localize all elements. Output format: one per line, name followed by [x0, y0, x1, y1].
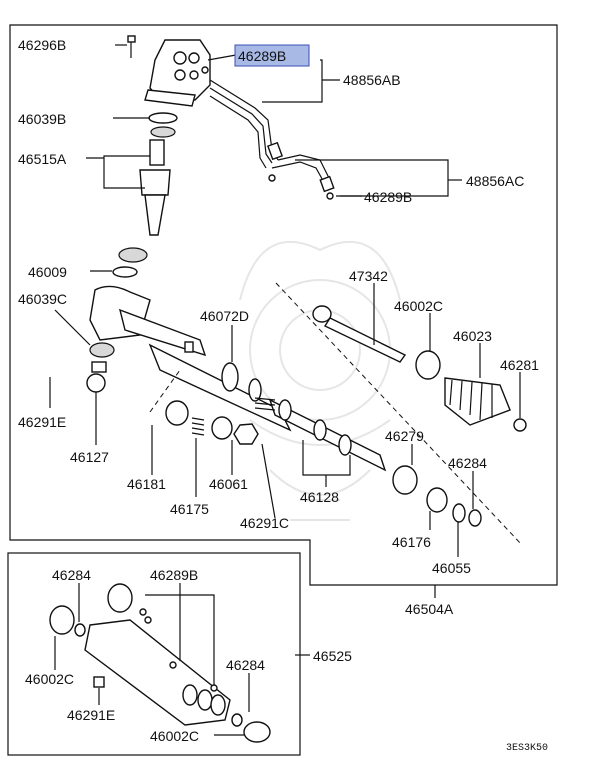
seal-46039C [89, 342, 115, 358]
rack-housing-46504A [89, 285, 387, 472]
inset-clamp-left [49, 605, 86, 637]
label-46296B[interactable]: 46296B [18, 37, 66, 53]
spring-piston [254, 397, 276, 411]
bushing-46127 [86, 373, 106, 393]
bolt-46296B [127, 35, 136, 58]
label-46515A[interactable]: 46515A [18, 151, 67, 167]
assembly-dash-line [275, 282, 523, 546]
inset-frame [7, 552, 301, 756]
label-46525[interactable]: 46525 [313, 648, 352, 664]
highlight-box[interactable] [234, 44, 310, 67]
inset-clamp-right [231, 713, 271, 743]
label-46055[interactable]: 46055 [432, 560, 471, 576]
label-46284-inset-1[interactable]: 46284 [52, 567, 91, 583]
label-46181[interactable]: 46181 [127, 476, 166, 492]
label-46061[interactable]: 46061 [209, 476, 248, 492]
callout-labels: 46296B 46289B 48856AB 46039B 46515A 4885… [18, 37, 548, 754]
inset-nut [93, 676, 105, 688]
image-code: 3ES3K50 [506, 743, 548, 754]
locknut-46291C [233, 423, 259, 445]
main-assembly-frame [9, 24, 558, 586]
label-46291E[interactable]: 46291E [18, 414, 66, 430]
bushing-46279 [392, 465, 418, 495]
label-46504A[interactable]: 46504A [405, 601, 454, 617]
seal-46039B [148, 112, 178, 138]
label-46289B-highlighted[interactable]: 46289B [238, 48, 286, 64]
label-46002C-inset-2[interactable]: 46002C [150, 728, 199, 744]
label-46072D[interactable]: 46072D [200, 308, 249, 324]
spring-46175 [191, 417, 205, 436]
pinion-46515A [139, 139, 171, 236]
valve-housing [144, 39, 211, 107]
tie-rod-47342 [312, 305, 407, 363]
clamp-46002C [415, 350, 441, 380]
label-46291C[interactable]: 46291C [240, 515, 289, 531]
label-46002C-inset-1[interactable]: 46002C [25, 671, 74, 687]
label-46289B-inset[interactable]: 46289B [150, 567, 198, 583]
yoke-46181 [165, 400, 189, 426]
label-46009[interactable]: 46009 [28, 264, 67, 280]
label-46002C[interactable]: 46002C [394, 298, 443, 314]
label-46289B-mid[interactable]: 46289B [364, 189, 412, 205]
leader-lines [49, 44, 521, 736]
washer-46284 [468, 509, 482, 527]
pressure-lines [201, 66, 335, 200]
ring-46055 [452, 503, 466, 523]
clip-46281 [513, 418, 527, 432]
bushing-46176 [426, 487, 448, 513]
inset-valve-body-46525 [84, 583, 231, 726]
label-46128[interactable]: 46128 [300, 489, 339, 505]
label-46039C[interactable]: 46039C [18, 291, 67, 307]
nut-46291E [91, 361, 107, 373]
plug-46061 [211, 416, 233, 440]
label-46291E-inset[interactable]: 46291E [67, 707, 115, 723]
label-46284[interactable]: 46284 [448, 455, 487, 471]
bearing-46009 [112, 247, 148, 278]
boot-46023 [444, 377, 511, 426]
label-46023[interactable]: 46023 [453, 328, 492, 344]
label-46279[interactable]: 46279 [385, 428, 424, 444]
label-46284-inset-2[interactable]: 46284 [226, 657, 265, 673]
label-48856AC[interactable]: 48856AC [466, 173, 524, 189]
label-48856AB[interactable]: 48856AB [343, 72, 401, 88]
label-46127[interactable]: 46127 [70, 449, 109, 465]
label-46176[interactable]: 46176 [392, 534, 431, 550]
label-46039B[interactable]: 46039B [18, 111, 66, 127]
label-46281[interactable]: 46281 [500, 357, 539, 373]
label-47342[interactable]: 47342 [349, 268, 388, 284]
label-46175[interactable]: 46175 [170, 501, 209, 517]
